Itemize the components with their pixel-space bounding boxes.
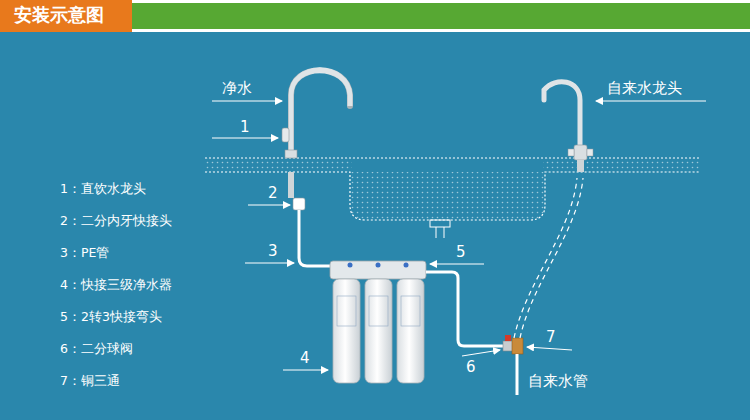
outlet-label: 净水 — [222, 79, 252, 97]
part-list-item: 6：二分球阀 — [60, 341, 133, 356]
callout-number: 3 — [268, 242, 278, 260]
callout-number: 4 — [300, 349, 310, 367]
tap-label: 自来水龙头 — [607, 79, 682, 97]
part-list-item: 2：二分内牙快接头 — [60, 213, 172, 228]
header-title: 安装示意图 — [14, 4, 104, 26]
callout-number: 6 — [466, 358, 476, 376]
part-list-item: 3：PE管 — [60, 245, 109, 260]
callout-number: 2 — [268, 184, 278, 202]
callout-number: 7 — [546, 328, 556, 346]
part-list-item: 1：直饮水龙头 — [60, 181, 146, 196]
part-list-item: 7：铜三通 — [60, 373, 120, 388]
part-list-item: 4：快接三级净水器 — [60, 277, 172, 292]
callout-number: 1 — [240, 118, 250, 136]
pipe-label: 自来水管 — [528, 372, 588, 390]
part-list-item: 5：2转3快接弯头 — [60, 309, 162, 324]
callout-number: 5 — [456, 243, 466, 261]
